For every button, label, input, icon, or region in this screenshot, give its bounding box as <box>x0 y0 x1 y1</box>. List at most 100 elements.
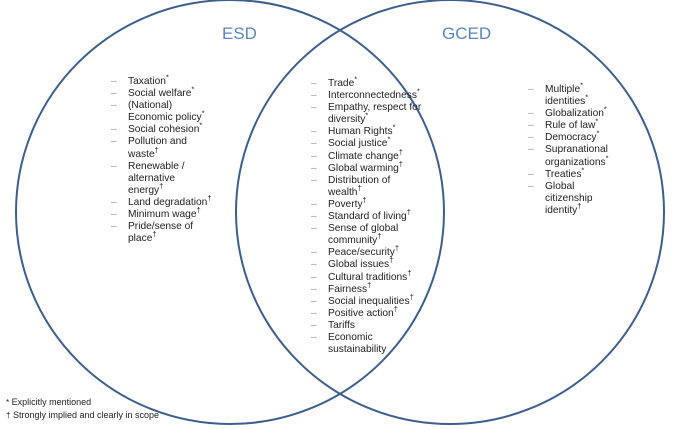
list-item: –Globalization* <box>528 104 648 120</box>
item-text: Positive action <box>328 307 394 319</box>
bullet-dash: – <box>311 319 317 331</box>
item-text: energy <box>128 184 160 196</box>
explicit-mark: * <box>605 153 609 163</box>
list-item: wealth† <box>311 184 461 199</box>
list-item: –Peace/security† <box>311 245 461 259</box>
item-text: Sense of global <box>328 223 399 235</box>
item-text: Climate change <box>328 150 399 162</box>
list-item: –Global issues† <box>311 256 461 271</box>
list-item: –Trade* <box>311 75 461 90</box>
item-text: Interconnectedness <box>328 90 417 102</box>
list-item: –Fairness† <box>311 281 461 296</box>
bullet-dash: – <box>111 88 117 100</box>
item-text: Global issues <box>328 259 390 271</box>
list-item: –Standard of living† <box>311 207 461 223</box>
bullet-dash: – <box>528 144 534 156</box>
item-text: Social justice <box>328 138 388 150</box>
bullet-dash: – <box>528 180 534 192</box>
esd-only-list: –Taxation*–Social welfare*–(National)Eco… <box>111 73 246 245</box>
list-item: –Pollution and <box>111 136 246 148</box>
list-item: –(National) <box>111 100 246 112</box>
item-text: citizenship <box>545 192 593 204</box>
item-text: Tariffs <box>328 319 355 331</box>
implied-mark: † <box>407 268 412 278</box>
item-text: Social welfare <box>128 88 192 100</box>
implied-mark: † <box>393 304 398 314</box>
item-text: diversity <box>328 114 366 126</box>
item-text: Taxation <box>128 76 166 87</box>
bullet-dash: – <box>111 136 117 148</box>
implied-mark: † <box>377 231 382 241</box>
bullet-dash: – <box>311 150 317 162</box>
list-item: –Minimum wage† <box>111 206 246 221</box>
item-text: identities <box>545 96 586 108</box>
implied-mark: † <box>409 292 414 302</box>
list-item: –Human Rights* <box>311 124 461 138</box>
list-item: –Land degradation† <box>111 194 246 209</box>
implied-mark: † <box>362 195 367 205</box>
implied-mark: † <box>398 147 403 157</box>
item-text: Land degradation <box>128 196 208 208</box>
item-text: wealth <box>328 186 358 198</box>
list-item: –Renewable / <box>111 161 246 173</box>
explicit-mark: * <box>387 135 391 145</box>
legend-item-implied: † Strongly implied and clearly in scope <box>6 409 159 422</box>
list-item: –Global warming† <box>311 160 461 175</box>
item-text: Global warming <box>328 162 399 174</box>
list-item: citizenship <box>528 193 648 205</box>
bullet-dash: – <box>528 120 534 132</box>
gced-only-list: –Multiple*identities*–Globalization*–Rul… <box>528 81 648 217</box>
bullet-dash: – <box>528 108 534 120</box>
bullet-dash: – <box>111 76 117 87</box>
list-item: –Multiple* <box>528 81 648 96</box>
list-item: –Empathy, respect for <box>311 102 461 114</box>
item-text: place <box>128 233 153 245</box>
item-text: identity <box>545 204 578 216</box>
item-text: Human Rights <box>328 126 393 138</box>
list-item: –Economic <box>311 332 461 344</box>
shared-list: –Trade*–Interconnectedness*–Empathy, res… <box>311 75 461 356</box>
bullet-dash: – <box>111 209 117 221</box>
list-item: Economic policy* <box>111 110 246 124</box>
esd-title: ESD <box>222 24 257 43</box>
list-item: –Distribution of <box>311 175 461 187</box>
bullet-dash: – <box>311 247 317 259</box>
legend-item-explicit: * Explicitly mentioned <box>6 396 159 409</box>
implied-mark: † <box>398 159 403 169</box>
list-item: –Climate change† <box>311 148 461 163</box>
bullet-dash: – <box>111 160 117 172</box>
bullet-dash: – <box>311 126 317 138</box>
legend: * Explicitly mentioned † Strongly implie… <box>6 396 159 422</box>
explicit-mark: * <box>191 84 195 94</box>
item-text: Rule of law <box>545 120 596 132</box>
list-item: –Rule of law* <box>528 118 648 132</box>
item-text: Social inequalities <box>328 295 410 307</box>
bullet-dash: – <box>311 223 317 235</box>
implied-mark: † <box>159 181 164 191</box>
esd-circle <box>15 0 445 425</box>
list-item: community† <box>311 231 461 247</box>
item-text: Multiple <box>545 84 581 95</box>
implied-mark: † <box>406 207 411 217</box>
item-text: Fairness <box>328 283 368 295</box>
item-text: organizations <box>545 156 606 168</box>
item-text: Peace/security <box>328 247 395 259</box>
bullet-dash: – <box>311 259 317 271</box>
bullet-dash: – <box>528 168 534 180</box>
explicit-mark: * <box>596 128 600 138</box>
implied-mark: † <box>389 256 394 266</box>
item-text: community <box>328 235 378 247</box>
bullet-dash: – <box>311 78 317 89</box>
item-text: Social cohesion <box>128 124 200 136</box>
explicit-mark: * <box>603 104 607 114</box>
list-item: –Social inequalities† <box>311 293 461 308</box>
item-text: Standard of living <box>328 211 407 223</box>
bullet-dash: – <box>311 174 317 186</box>
legend-explicit-symbol: * <box>6 398 10 407</box>
explicit-mark: * <box>199 120 203 130</box>
gced-title: GCED <box>442 24 492 43</box>
bullet-dash: – <box>111 100 117 112</box>
item-text: Pride/sense of <box>128 221 194 233</box>
bullet-dash: – <box>111 221 117 233</box>
